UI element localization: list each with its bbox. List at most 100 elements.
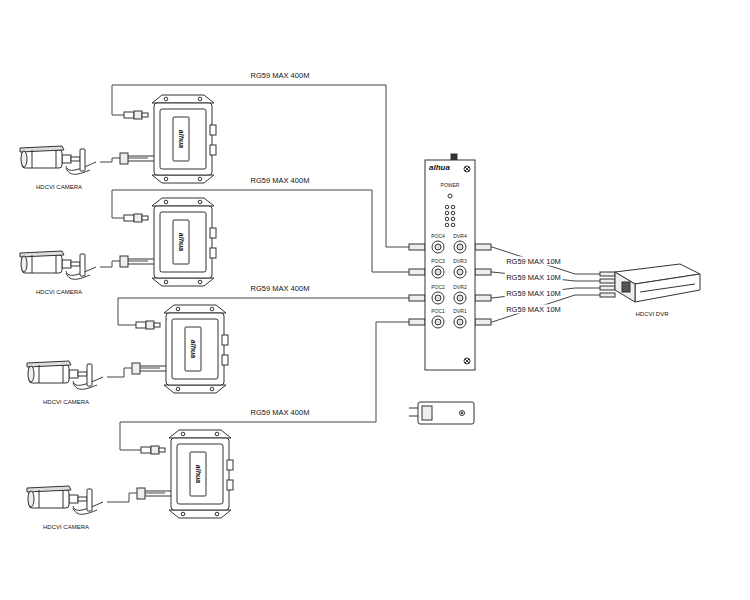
line-art: [435, 295, 441, 301]
line-art: [422, 406, 432, 420]
line-art: [457, 319, 463, 325]
poc-transmitter: alhua: [148, 95, 218, 183]
line-art: [128, 264, 154, 265]
coax-cable: [475, 272, 600, 281]
power-adapter: [409, 402, 474, 424]
line-art: [460, 411, 465, 416]
line-art: [169, 510, 231, 518]
line-art: [27, 361, 71, 367]
line-art: [152, 278, 214, 286]
camera-unit: HDCVI CAMERA: [25, 355, 107, 406]
line-art: [132, 363, 140, 374]
line-art: [134, 111, 142, 119]
line-art: [141, 447, 151, 453]
line-art: [454, 241, 466, 253]
transmitter-outline: [160, 305, 230, 393]
line-art: [73, 508, 97, 514]
line-art: [124, 112, 134, 118]
camera-cable: [100, 158, 148, 162]
line-art: [21, 151, 27, 167]
line-art: [227, 480, 233, 490]
line-art: [432, 266, 444, 278]
line-art: [409, 416, 418, 417]
line-art: [62, 260, 71, 268]
line-art: [600, 293, 615, 297]
line-art: [190, 452, 206, 496]
port-label: DVR3: [453, 258, 466, 264]
line-art: [432, 241, 444, 253]
line-art: [73, 383, 97, 389]
line-art: [152, 175, 214, 183]
line-art: [640, 284, 695, 292]
line-art: [451, 154, 457, 160]
line-art: [451, 205, 455, 209]
line-art: [164, 97, 168, 101]
line-art: [210, 387, 214, 391]
line-art: [173, 220, 189, 264]
line-art: [166, 313, 224, 385]
line-art: [63, 365, 64, 383]
line-art: [409, 244, 425, 250]
dvr-box: [600, 262, 700, 307]
line-art: [457, 269, 463, 275]
cable-spec: RG59 MAX 400M: [249, 284, 312, 293]
line-art: [418, 402, 474, 424]
line-art: [445, 205, 449, 209]
line-art: [173, 117, 189, 161]
line-art: [29, 490, 69, 508]
line-art: [210, 228, 216, 238]
line-art: [20, 251, 64, 257]
camera-cable: [107, 368, 160, 377]
camera-cable: [100, 261, 148, 267]
transmitter-outline: [148, 95, 218, 183]
line-art: [176, 387, 180, 391]
line-art: [435, 319, 441, 325]
line-art: [32, 150, 33, 168]
line-art: [445, 217, 449, 221]
line-art: [181, 512, 185, 516]
line-art: [142, 113, 148, 117]
coax-cable: [112, 190, 425, 272]
line-art: [78, 372, 87, 376]
camera-unit: HDCVI CAMERA: [18, 140, 100, 191]
line-art: [445, 211, 449, 215]
line-art: [66, 273, 90, 279]
line-art: [622, 282, 630, 292]
line-art: [87, 489, 92, 511]
line-art: [435, 244, 441, 250]
line-art: [465, 359, 469, 363]
cable-spec: RG59 MAX 400M: [249, 176, 312, 185]
port-label: POC4: [431, 233, 445, 239]
line-art: [177, 444, 223, 504]
line-art: [164, 200, 168, 204]
line-art: [409, 408, 418, 409]
brand-logo: alhua: [429, 163, 450, 173]
transmitter-outline: [148, 198, 218, 286]
line-art: [451, 217, 455, 221]
line-art: [215, 432, 219, 436]
line-art: [432, 292, 444, 304]
line-art: [210, 145, 216, 155]
line-art: [22, 150, 62, 168]
line-art: [615, 264, 700, 284]
indicator-label: POWER: [441, 182, 460, 188]
line-art: [73, 377, 103, 385]
line-art: [20, 146, 64, 152]
line-art: [198, 200, 202, 204]
line-art: [145, 496, 171, 497]
line-art: [159, 448, 165, 452]
brand-logo: alhua: [177, 130, 185, 148]
line-art: [164, 305, 226, 313]
line-art: [185, 327, 201, 371]
line-art: [222, 355, 228, 365]
line-art: [22, 255, 62, 273]
port-label: POC2: [431, 284, 445, 290]
line-art: [215, 512, 219, 516]
coax-cable: [475, 247, 600, 274]
line-art: [425, 160, 475, 370]
hub-housing: [425, 160, 475, 370]
poc-transmitter: alhua: [148, 198, 218, 286]
line-art: [140, 366, 166, 367]
line-art: [142, 216, 148, 220]
